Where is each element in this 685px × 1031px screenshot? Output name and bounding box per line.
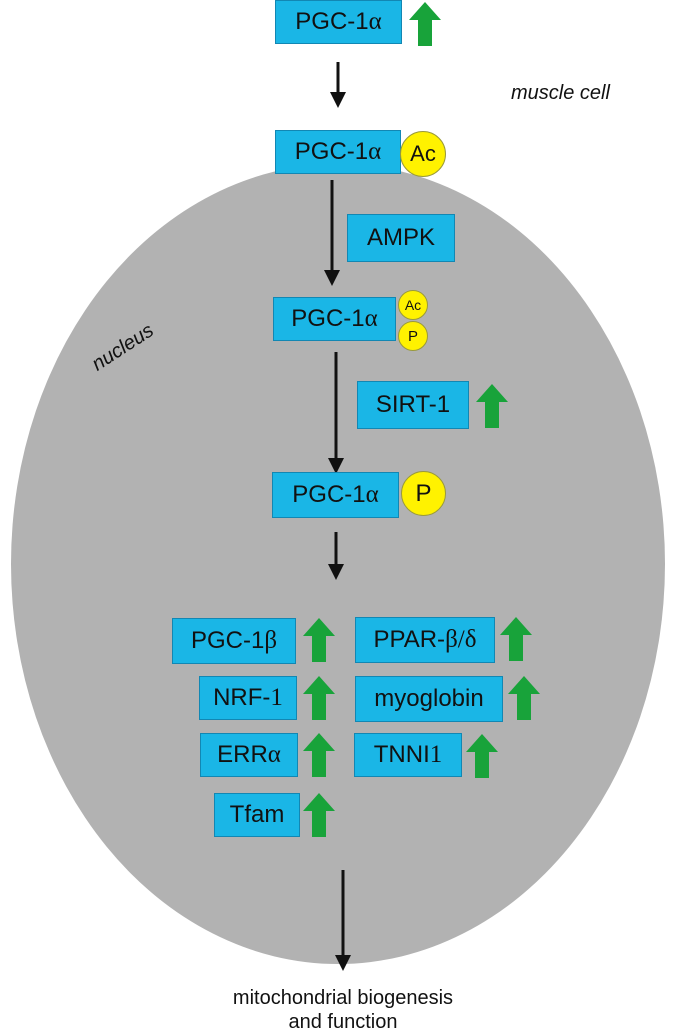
box-greek: α <box>365 481 379 508</box>
caption-line-2: and function <box>288 1011 398 1031</box>
box-text: Tfam <box>229 801 285 828</box>
badge-text: Ac <box>410 141 436 166</box>
up-arrow-icon <box>303 793 335 837</box>
box-text: SIRT-1 <box>375 391 451 418</box>
box-greek: 1 <box>429 741 443 768</box>
myoglobin-box: myoglobin <box>355 676 503 722</box>
box-greek: α <box>368 8 382 35</box>
flow-arrow-4 <box>328 532 344 580</box>
box-text: PGC-1 <box>190 627 265 654</box>
flow-arrow-3 <box>328 352 344 474</box>
tfam-box: Tfam <box>214 793 300 837</box>
sirt1-box: SIRT-1 <box>357 381 469 429</box>
box-text: ERR <box>217 741 268 768</box>
outcome-caption: mitochondrial biogenesis and function <box>170 986 516 1031</box>
tnni1-box: TNNI 1 <box>354 733 462 777</box>
up-arrow-icon <box>476 384 508 428</box>
acetyl-group-badge: Ac <box>400 131 446 177</box>
flow-arrow-2 <box>324 180 340 286</box>
ampk-box: AMPK <box>347 214 455 262</box>
box-text: NRF- <box>213 684 271 711</box>
box-greek: α <box>267 741 281 768</box>
badge-text: Ac <box>404 297 422 313</box>
acetyl-group-small-badge: Ac <box>398 290 428 320</box>
flow-arrow-1 <box>330 62 346 108</box>
up-arrow-icon <box>409 2 441 46</box>
box-text: PGC-1 <box>295 8 369 35</box>
nrf1-box: NRF-1 <box>199 676 297 720</box>
up-arrow-icon <box>466 734 498 778</box>
box-text: PGC-1 <box>291 305 365 332</box>
caption-line-1: mitochondrial biogenesis <box>232 987 454 1009</box>
box-greek: α <box>364 305 378 332</box>
box-text: AMPK <box>366 224 435 251</box>
box-text: PGC-1 <box>294 138 369 165</box>
box-greek: α <box>368 138 382 165</box>
ppar-box: PPAR-β/δ <box>355 617 495 663</box>
box-greek: β <box>264 627 278 654</box>
phosphate-group-badge: P <box>401 471 446 516</box>
up-arrow-icon <box>508 676 540 720</box>
badge-text: P <box>415 479 432 507</box>
phosphate-group-small-badge: P <box>398 321 428 351</box>
box-greek: 1 <box>270 684 283 711</box>
up-arrow-icon <box>303 733 335 777</box>
up-arrow-icon <box>303 618 335 662</box>
box-text: myoglobin <box>374 685 484 712</box>
box-text: PPAR- <box>373 626 446 653</box>
box-text: TNNI <box>373 741 430 768</box>
flow-arrow-5 <box>335 870 351 971</box>
box-text: PGC-1 <box>292 481 366 508</box>
up-arrow-icon <box>303 676 335 720</box>
badge-text: P <box>407 327 418 345</box>
muscle-cell-label: muscle cell <box>511 82 610 104</box>
up-arrow-icon <box>500 617 532 661</box>
box-greek: β/δ <box>445 626 477 653</box>
